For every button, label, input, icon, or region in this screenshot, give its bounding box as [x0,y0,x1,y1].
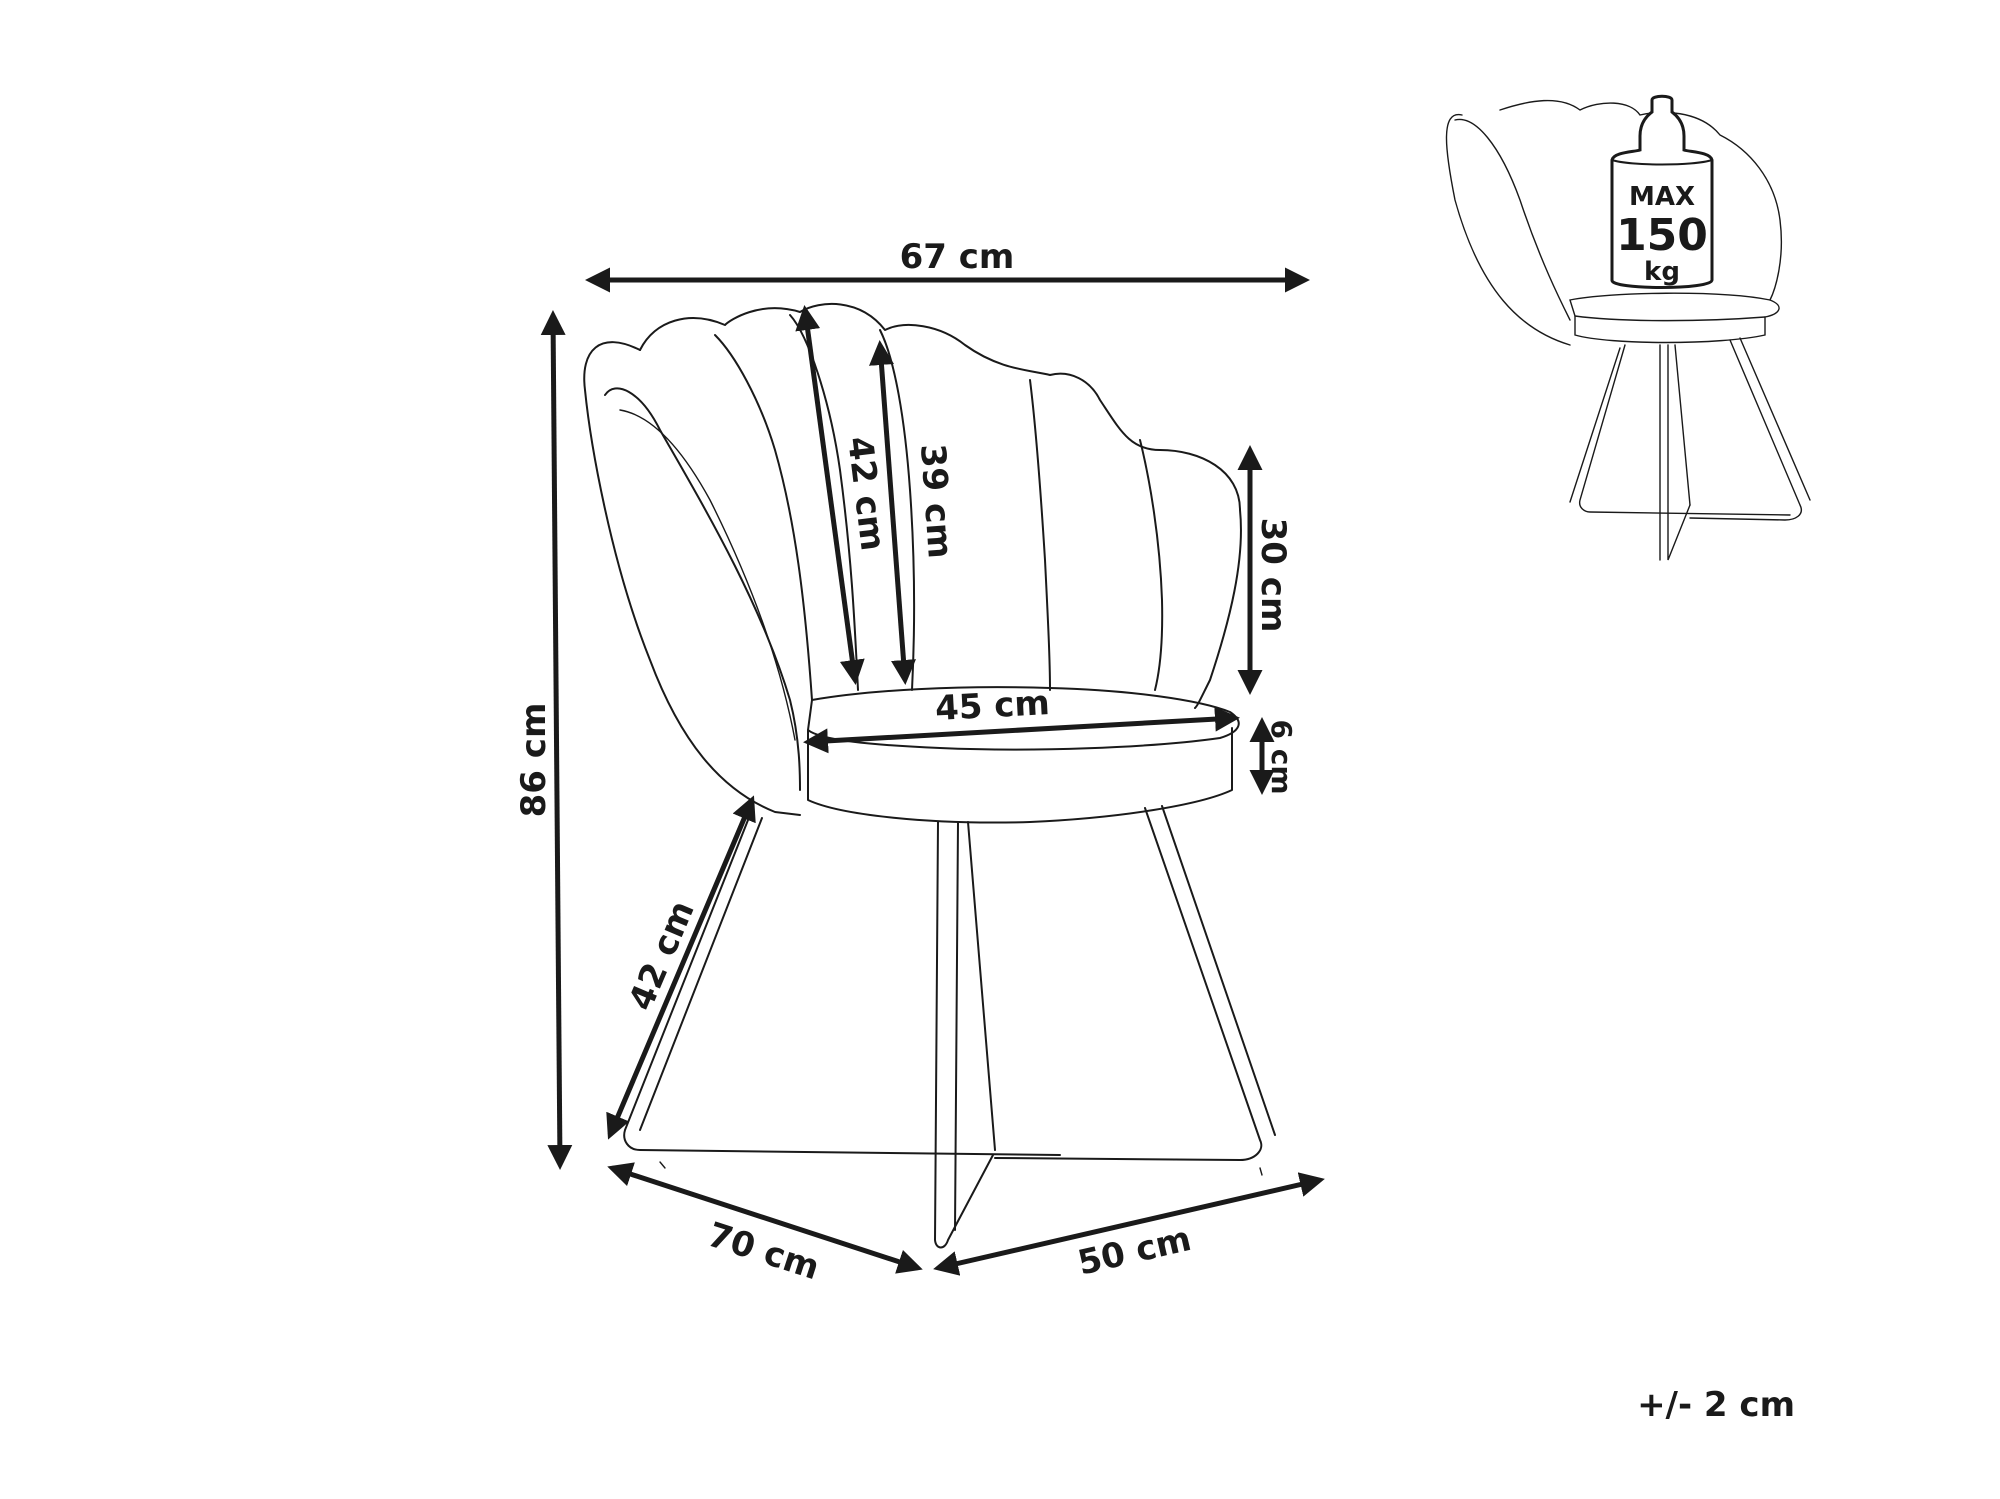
depth-left-label: 70 cm [703,1215,824,1288]
seat-thickness-label: 6 cm [1265,719,1298,794]
depth-right-arrow [933,1172,1325,1276]
width-label: 67 cm [900,237,1015,277]
tolerance-note: +/- 2 cm [1637,1385,1795,1425]
height-label: 86 cm [514,703,554,818]
chair-left-arm-inner [604,387,801,791]
depth-right-label: 50 cm [1074,1219,1195,1284]
armrest-height-label: 30 cm [1253,518,1293,633]
backrest-outer-arrow [795,305,865,685]
load-badge-line3: kg [1644,257,1680,287]
backrest-inner-label: 39 cm [912,443,960,560]
height-arrow [540,310,573,1170]
chair-seat-side [807,727,1233,824]
load-badge-line1: MAX [1629,182,1695,212]
chair-back-inner [714,334,813,701]
load-badge-line2: 150 [1616,210,1708,261]
leg-length-arrow [606,795,756,1140]
chair-left-arm [583,341,801,816]
dimension-arrows [540,267,1325,1276]
thumbnail-chair: MAX 150 kg [1445,94,1811,561]
seat-width-label: 45 cm [934,683,1051,729]
depth-left-arrow [607,1162,923,1274]
seat-width-arrow [803,706,1240,754]
leg-length-label: 42 cm [621,895,703,1016]
backrest-inner-arrow [869,340,916,685]
weight-bottle-icon: MAX 150 kg [1610,94,1714,289]
